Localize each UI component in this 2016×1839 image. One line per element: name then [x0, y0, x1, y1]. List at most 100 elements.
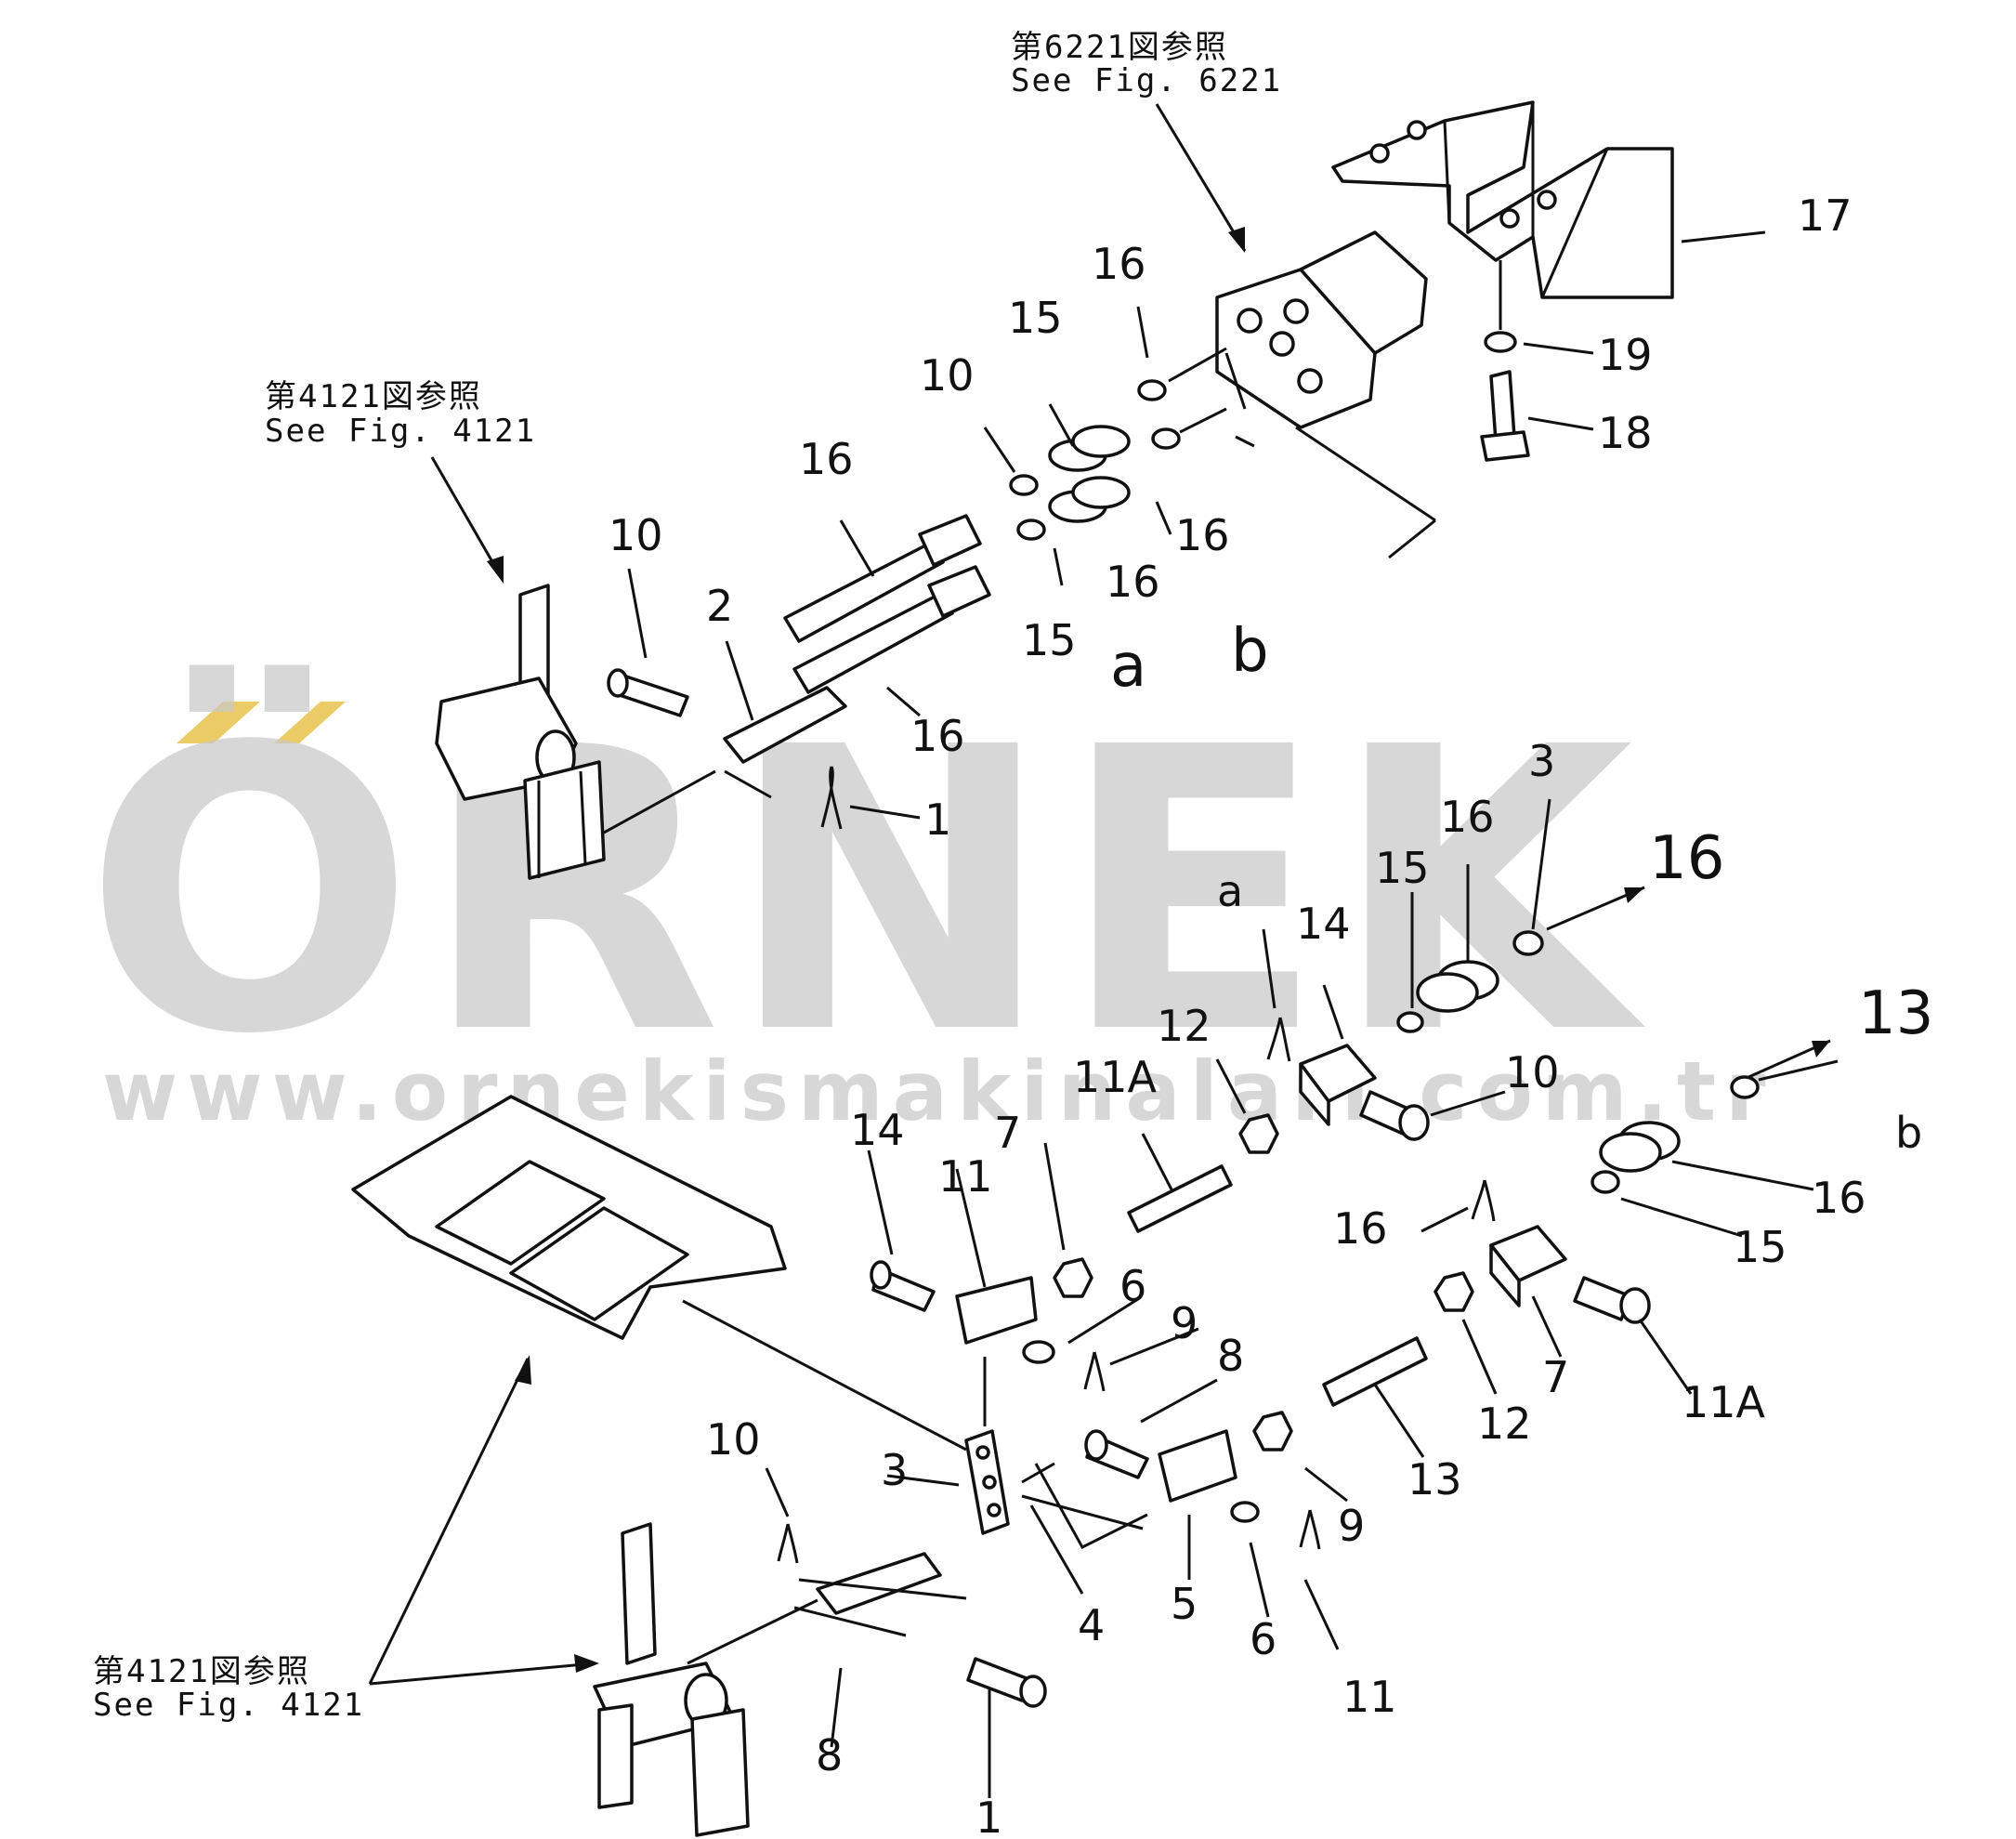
cotter-pin-3-top [820, 766, 921, 830]
callout-2: 10 [609, 510, 663, 560]
right-lower-row [1591, 1039, 1839, 1238]
umlaut-dot-left [177, 702, 260, 743]
leader-fig4121-top [430, 456, 504, 579]
arrow-head-icon [1228, 227, 1245, 253]
callout-16: 3 [1528, 736, 1555, 786]
reference-fig6221: 第6221図参照 See Fig. 6221 [1011, 29, 1282, 253]
umlaut-dot-right [274, 702, 346, 743]
callout-16: 16 [1175, 510, 1230, 560]
lower-middle-parts [1084, 1411, 1348, 1650]
reference-fig4121-bottom-en: See Fig. 4121 [93, 1687, 364, 1724]
callout-18: 18 [1598, 408, 1653, 458]
callout-16: 10 [920, 350, 975, 401]
callout-6: 5 [1171, 1579, 1198, 1629]
reference-fig4121-bottom: 第4121図参照 See Fig. 4121 [93, 1355, 599, 1724]
reference-fig4121-top-jp: 第4121図参照 [265, 378, 482, 415]
callout-11A: 12 [1477, 1399, 1532, 1449]
watermark: ÖRNEK www.ornekismakinalari.com.tr [84, 661, 1775, 1139]
pin-13-lower [1573, 1276, 1693, 1395]
cotter-3-lower [765, 1467, 799, 1564]
callout-2: 1 [975, 1793, 1002, 1839]
pin-2-top [607, 568, 689, 717]
arrow-head-icon [487, 556, 504, 584]
link-4-and-5 [886, 1357, 1148, 1595]
pin-13-upper [1359, 1090, 1506, 1141]
callout-15: 15 [1008, 293, 1063, 343]
reference-fig4121-top: 第4121図参照 See Fig. 4121 [265, 378, 536, 584]
nut-11A-upper [1215, 1058, 1279, 1154]
callout-12: 14 [1296, 899, 1351, 949]
small-parts-left [867, 1142, 1218, 1424]
block-12-upper [1299, 984, 1377, 1126]
callout-11A: 12 [1157, 1001, 1211, 1051]
callout-15: 16 [1106, 557, 1160, 607]
callout-11: 7 [994, 1108, 1021, 1158]
callout-9: 6 [1119, 1261, 1146, 1311]
callout-10: 11A [1073, 1052, 1158, 1102]
callout-16: 15 [1022, 615, 1077, 665]
watermark-brand: ÖRNEK [84, 661, 1648, 1120]
callout-3: 1 [924, 795, 951, 845]
callout-3: 10 [706, 1414, 761, 1465]
callout-16: 15 [1733, 1222, 1787, 1272]
callout-15: 16 [1812, 1173, 1866, 1223]
callout-11: 9 [1338, 1501, 1365, 1551]
watermark-url: www.ornekismakinalari.com.tr [102, 1044, 1775, 1139]
spring-washer-set-top [983, 306, 1227, 586]
callout-14: 16 [1333, 1203, 1388, 1254]
view-label-a-right: 16 [1649, 824, 1724, 893]
callout-12: 7 [1542, 1352, 1569, 1402]
callout-16: b [1895, 1108, 1922, 1158]
shaft-fig4121-bottom [593, 1522, 750, 1837]
callout-10: 16 [910, 711, 965, 761]
block-12-lower [1489, 1225, 1567, 1358]
callout-6: 11 [938, 1151, 993, 1202]
rod-10-lower [1322, 1336, 1428, 1458]
rod-10-middle [1127, 1133, 1233, 1233]
callout-14: a [1217, 866, 1243, 916]
right-upper-row [1396, 798, 1645, 1033]
shaft-fig4121-top [435, 584, 606, 880]
callout-8: 9 [1171, 1298, 1198, 1348]
callout-7: 8 [1217, 1331, 1244, 1381]
callout-13: 11A [1682, 1377, 1766, 1427]
reference-fig4121-top-en: See Fig. 4121 [265, 413, 536, 450]
lever-1-lower [687, 1552, 991, 1798]
callout-15: 16 [1440, 792, 1495, 842]
callout-16: 15 [1375, 843, 1430, 893]
reference-fig6221-en: See Fig. 6221 [1011, 62, 1282, 99]
callout-1: 8 [816, 1730, 843, 1780]
washer-19 [1484, 260, 1594, 355]
view-label-b-right: 13 [1858, 979, 1933, 1048]
cotter-14-lower [1420, 1179, 1496, 1233]
pin-2-lower [966, 1657, 1047, 1708]
view-label-a: a [1110, 632, 1146, 701]
callout-17: 17 [1798, 190, 1852, 241]
reference-fig6221-jp: 第6221図参照 [1011, 29, 1228, 66]
cotter-14-upper [1262, 928, 1291, 1062]
callout-10: 16 [799, 434, 854, 484]
reference-fig4121-bottom-jp: 第4121図参照 [93, 1653, 310, 1690]
callout-10: 13 [1407, 1454, 1462, 1504]
rod-10-top [783, 514, 991, 717]
callout-16: 16 [1092, 239, 1146, 289]
callout-1: 2 [706, 581, 733, 631]
callout-4: 3 [881, 1445, 908, 1495]
callout-5: 4 [1078, 1600, 1105, 1650]
bolt-18 [1480, 370, 1594, 462]
callout-9: 6 [1250, 1614, 1276, 1664]
arrow-head-icon [515, 1355, 531, 1385]
callout-7: 14 [850, 1105, 905, 1155]
leader-fig4121-bottom-a [368, 1358, 530, 1685]
plate-fig4121 [351, 1095, 967, 1451]
valve-body [1215, 230, 1436, 559]
leader-fig4121-bottom-b [369, 1662, 596, 1686]
view-label-b: b [1231, 617, 1269, 686]
callout-8: 11 [1342, 1672, 1397, 1722]
arrow-head-icon [574, 1654, 599, 1673]
callout-13: 10 [1505, 1047, 1560, 1097]
leader-fig6221 [1155, 103, 1247, 252]
callout-labels: 17 19 18 16 15 16 10 16 16 15 16 10 2 1 … [609, 190, 1933, 1839]
